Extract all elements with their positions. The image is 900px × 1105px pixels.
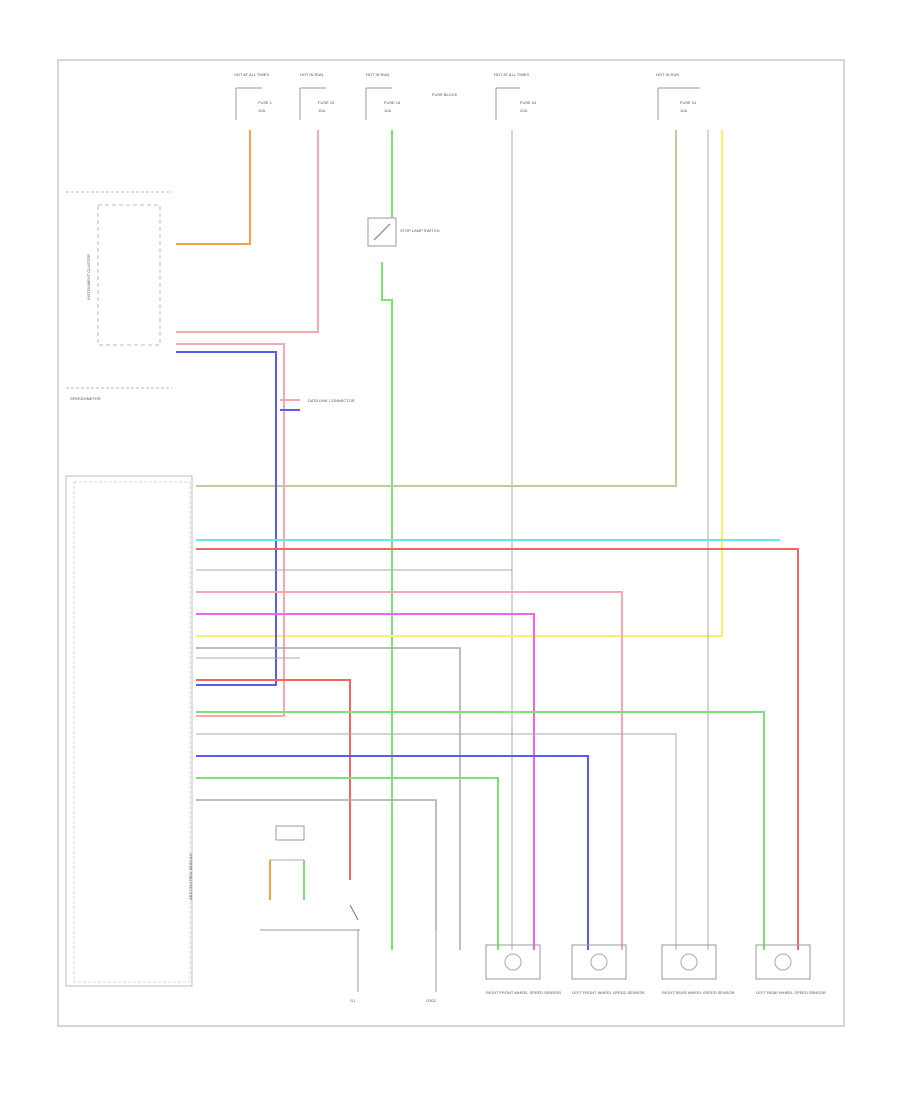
cluster-sub-label: SPEEDOMETER — [70, 396, 101, 401]
relay-area: G1 G302 — [260, 825, 437, 1003]
instrument-cluster-label: INSTRUMENT CLUSTER — [86, 254, 91, 300]
wire-pink-loop — [176, 343, 285, 717]
fuse-label-4: HOT AT ALL TIMES — [494, 72, 529, 77]
wire-yellow-feed — [196, 130, 723, 637]
sensors: RIGHT FRONT WHEEL SPEED SENSOR LEFT FRONT… — [485, 944, 826, 995]
wire-pink-2 — [196, 591, 623, 950]
fuse-label-2: HOT IN RUN — [300, 72, 323, 77]
wheel-speed-sensor-3 — [661, 944, 717, 980]
abs-control-module: ABS CONTROL MODULE — [65, 475, 193, 987]
wires — [176, 130, 799, 950]
fuse-amps-5: 10A — [680, 108, 687, 113]
fuse-name-4: FUSE 24 — [520, 100, 537, 105]
wire-pink-feed — [176, 130, 319, 333]
fuse-name-5: FUSE 31 — [680, 100, 697, 105]
abs-module-label: ABS CONTROL MODULE — [188, 853, 193, 900]
wire-orange — [176, 130, 251, 245]
fuse-name-1: FUSE 1 — [258, 100, 273, 105]
diagram-frame — [57, 59, 845, 1027]
sensor-coil-icon — [590, 953, 608, 971]
sensor-coil-icon — [680, 953, 698, 971]
sensor-coil-icon — [774, 953, 792, 971]
wire-green-2 — [196, 711, 765, 950]
wire-green-3 — [196, 777, 499, 950]
ground-left-label: G1 — [350, 998, 356, 1003]
wire-blue-2 — [196, 755, 589, 950]
wire-blue-loop — [176, 351, 277, 686]
wire-green-feed — [381, 130, 393, 950]
sensor-label-3: RIGHT REAR WHEEL SPEED SENSOR — [662, 990, 735, 995]
wire-olive-feed — [196, 130, 677, 487]
wire-red — [196, 548, 799, 950]
fuse-label-5: HOT IN RUN — [656, 72, 679, 77]
wheel-speed-sensor-4 — [755, 944, 811, 980]
wire-gray-4 — [196, 733, 677, 950]
fuse-label-3: HOT IN RUN — [366, 72, 389, 77]
fuse-amps-1: 10A — [258, 108, 265, 113]
sensor-label-4: LEFT REAR WHEEL SPEED SENSOR — [756, 990, 826, 995]
sensor-coil-icon — [504, 953, 522, 971]
wire-magenta — [196, 613, 535, 950]
wheel-speed-sensor-1 — [485, 944, 541, 980]
instrument-cluster: INSTRUMENT CLUSTER SPEEDOMETER — [66, 191, 172, 401]
stop-lamp-switch: STOP LAMP SWITCH — [367, 217, 440, 247]
fuse-name-2: FUSE 15 — [318, 100, 335, 105]
fuse-amps-4: 20A — [520, 108, 527, 113]
fuse-label-1: HOT AT ALL TIMES — [234, 72, 269, 77]
sensor-label-1: RIGHT FRONT WHEEL SPEED SENSOR — [486, 990, 561, 995]
top-bus — [235, 87, 700, 120]
fuse-labels: HOT AT ALL TIMES HOT IN RUN HOT IN RUN H… — [234, 72, 697, 113]
fuse-amps-3: 10A — [384, 108, 391, 113]
sensor-label-2: LEFT FRONT WHEEL SPEED SENSOR — [572, 990, 644, 995]
wire-red-2 — [196, 679, 351, 880]
brake-switch-label: STOP LAMP SWITCH — [400, 228, 440, 233]
fuse-amps-2: 10A — [318, 108, 325, 113]
fuse-box-label: FUSE BLOCK — [432, 92, 458, 97]
wheel-speed-sensor-2 — [571, 944, 627, 980]
dlc-label: DATA LINK CONNECTOR — [308, 398, 355, 403]
fuse-name-3: FUSE 16 — [384, 100, 401, 105]
ground-bottom-label: G302 — [426, 998, 437, 1003]
wire-gray-5 — [196, 799, 437, 930]
wire-gray-2 — [196, 647, 461, 950]
